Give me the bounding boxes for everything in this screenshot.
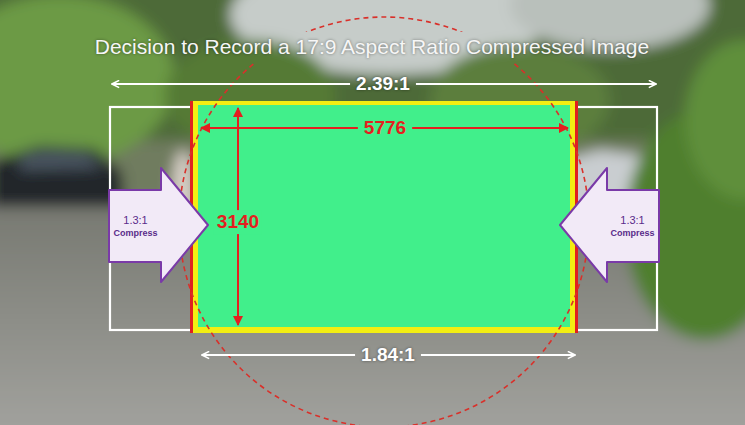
arrow-outline bbox=[560, 168, 659, 282]
height-dimension: 3140 bbox=[214, 210, 262, 234]
recorded-frame bbox=[198, 105, 570, 327]
dimension-arrow bbox=[201, 127, 358, 129]
compress-arrow: 1.3:1Compress bbox=[559, 166, 660, 284]
frame-border bbox=[190, 101, 578, 333]
arrow-body: 1.3:1Compress bbox=[606, 190, 659, 262]
title: Decision to Record a 17:9 Aspect Ratio C… bbox=[95, 35, 649, 59]
compress-label: Compress bbox=[113, 228, 157, 238]
compress-arrow: 1.3:1Compress bbox=[108, 166, 209, 284]
image-circle bbox=[179, 17, 589, 425]
compress-label: Compress bbox=[610, 228, 654, 238]
aspect-ratio-label: 2.39:1 bbox=[356, 73, 410, 95]
width-dimension: 5776 bbox=[364, 117, 406, 139]
arrow-body: 1.3:1Compress bbox=[109, 190, 162, 262]
arrow-shape bbox=[108, 166, 209, 284]
frame-border bbox=[193, 101, 575, 333]
dimension-arrow bbox=[412, 127, 568, 129]
compression-ratio: 1.3:1 bbox=[123, 214, 147, 227]
dimension-arrow bbox=[202, 354, 355, 356]
arrow-shape bbox=[559, 166, 660, 284]
aspect-ratio-label: 1.84:1 bbox=[361, 344, 415, 366]
compression-ratio: 1.3:1 bbox=[620, 214, 644, 227]
dimension-arrow bbox=[112, 83, 350, 85]
arrow-outline bbox=[109, 168, 208, 282]
dimension-arrow bbox=[416, 83, 656, 85]
dimension-arrow bbox=[421, 354, 575, 356]
